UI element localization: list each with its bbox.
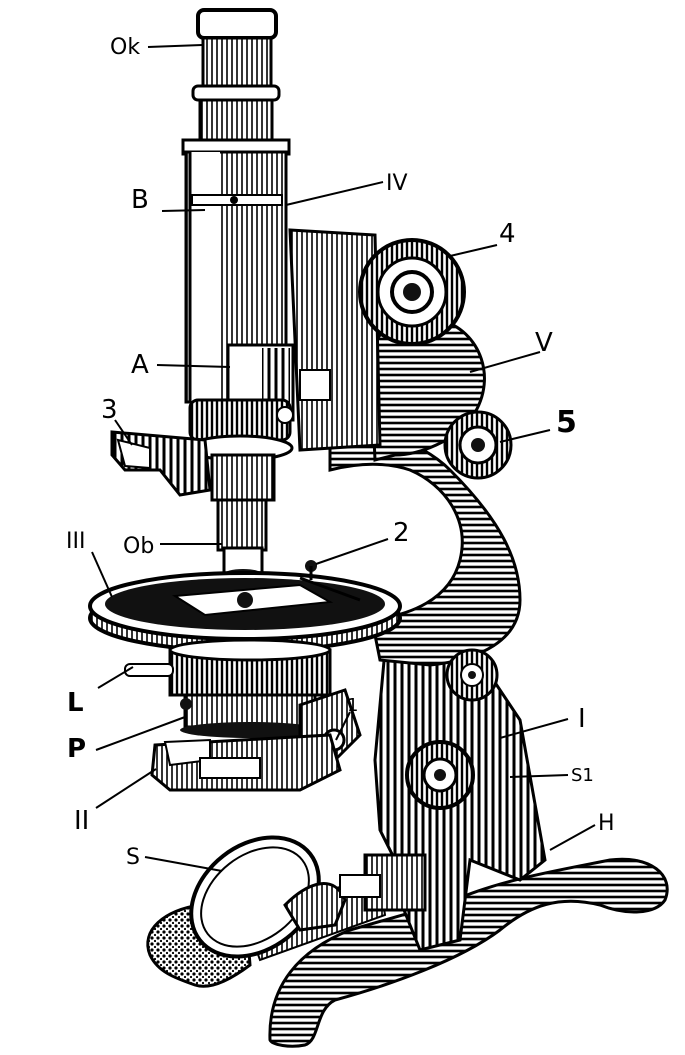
coarse-focus-knob [358,238,466,346]
label-b: B [131,185,149,215]
revolving-nosepiece-arm [110,430,212,497]
label-5: 5 [556,405,577,440]
leader-h [549,824,596,851]
stage [88,560,402,653]
fine-focus-knob [443,410,513,480]
mirror [189,835,381,959]
leader-s1 [509,774,569,778]
label-a: A [131,350,149,380]
microscope-drawing [88,8,669,1048]
label-p: P [67,734,86,764]
label-s: S [126,845,140,870]
leader-v [469,351,541,373]
leader-ii [95,768,157,809]
label-v: V [535,328,553,358]
label-iii: III [66,529,85,554]
body-tube [181,8,295,579]
label-l: L [67,688,84,718]
label-ii: II [74,806,89,836]
leader-lines [91,44,596,872]
leader-3 [114,419,133,446]
label-ob: Ob [123,534,154,559]
label-2: 2 [393,518,410,548]
label-h: H [598,811,615,836]
filter-holder [150,733,342,792]
leader-l [97,666,134,689]
leader-iii [91,551,113,598]
label-1: 1 [347,695,358,716]
leader-s [144,856,223,872]
condenser-knob [405,740,475,810]
leader-5 [499,429,551,443]
leader-b [161,209,206,212]
leader-1 [335,711,351,741]
label-4: 4 [499,219,516,249]
leader-ok [147,44,203,48]
leader-4 [449,244,498,257]
label-iv: IV [386,171,408,196]
label-3: 3 [101,395,118,425]
label-s1: S1 [571,765,594,786]
label-i: I [578,704,586,734]
label-ok: Ok [110,35,140,60]
part-labels: Ok IV B 4 V A 3 5 III Ob 2 L 1 P I S1 II… [66,35,615,870]
leader-2 [315,538,389,565]
leader-p [95,716,186,751]
leader-iv [285,181,384,206]
leader-i [499,718,569,739]
stage-knob [445,648,499,702]
leader-a [156,364,231,368]
